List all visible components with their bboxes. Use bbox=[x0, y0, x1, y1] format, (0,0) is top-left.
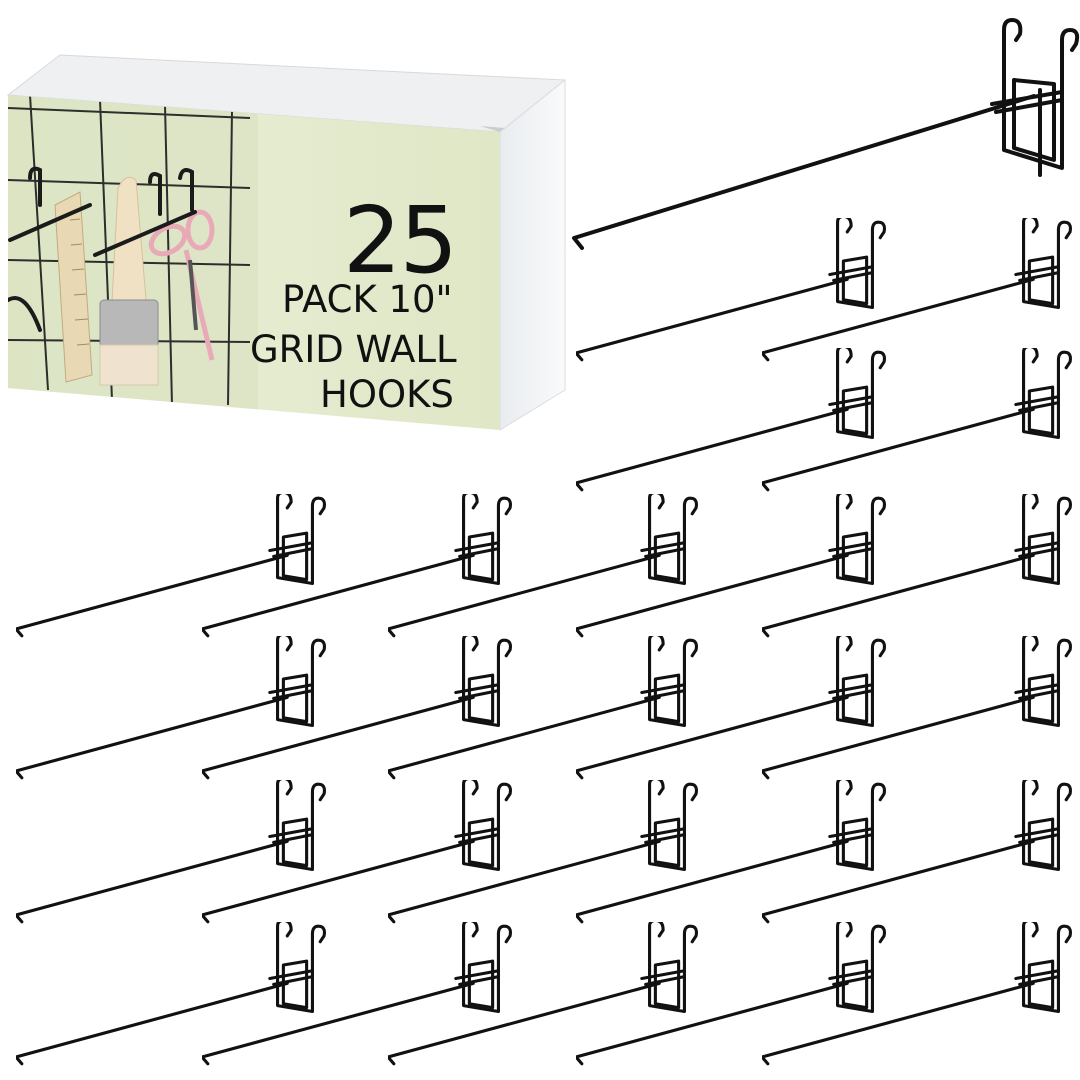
box-pack-size: PACK 10" bbox=[282, 278, 453, 321]
grid-wall-hook-icon bbox=[16, 494, 326, 638]
grid-wall-hook-icon bbox=[16, 780, 326, 924]
grid-wall-hook-icon bbox=[16, 922, 326, 1066]
grid-wall-hook-icon bbox=[576, 218, 886, 362]
grid-wall-hook-icon bbox=[202, 922, 512, 1066]
grid-wall-hook-icon bbox=[762, 780, 1072, 924]
scissors-icon bbox=[148, 209, 215, 361]
box-product-type: GRID WALL bbox=[250, 328, 457, 371]
box-pack-count: 25 bbox=[343, 187, 456, 294]
box-photo bbox=[8, 95, 258, 415]
grid-wall-hook-icon bbox=[762, 494, 1072, 638]
grid-wall-hook-icon bbox=[762, 922, 1072, 1066]
grid-wall-hook-icon bbox=[762, 218, 1072, 362]
grid-wall-hook-icon bbox=[572, 18, 1080, 250]
grid-wall-hook-icon bbox=[202, 494, 512, 638]
ruler-icon bbox=[54, 191, 93, 383]
grid-wall-hook-icon bbox=[202, 636, 512, 780]
grid-wall-hook-icon bbox=[388, 494, 698, 638]
product-box: 25 PACK 10" GRID WALL HOOKS bbox=[6, 54, 567, 431]
box-product-name: HOOKS bbox=[320, 373, 454, 416]
grid-wall-hook-icon bbox=[762, 348, 1072, 492]
grid-wall-hook-icon bbox=[762, 636, 1072, 780]
grid-wall-hook-icon bbox=[388, 922, 698, 1066]
grid-wall-hook-icon bbox=[388, 780, 698, 924]
grid-wall-hook-icon bbox=[16, 636, 326, 780]
grid-wall-hook-icon bbox=[388, 636, 698, 780]
box-side bbox=[499, 78, 566, 431]
grid-wall-hook-icon bbox=[202, 780, 512, 924]
grid-wall-hook-icon bbox=[576, 348, 886, 492]
